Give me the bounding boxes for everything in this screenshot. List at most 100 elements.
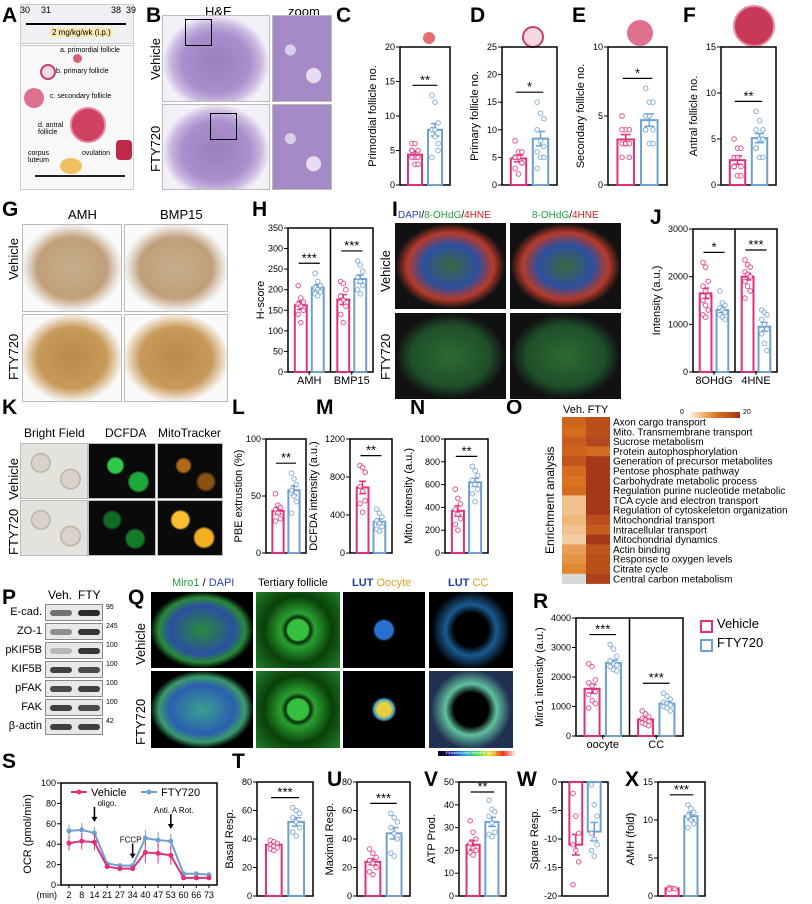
- panel-label: D: [470, 4, 486, 27]
- dose-label: 2 mg/kg/wk (i.p.): [50, 28, 113, 37]
- heatmap-cell: [562, 456, 586, 467]
- vehicle-data-point: [747, 273, 753, 280]
- fty720-data-point: [376, 510, 383, 516]
- colorbar-max: 20: [743, 409, 751, 416]
- fty720-data-point: [761, 321, 768, 328]
- significance-stars: ***: [277, 785, 292, 800]
- fty720-data-point: [591, 802, 598, 808]
- timeline-tick: 31: [41, 5, 52, 15]
- channel-header: Miro1 / DAPI: [172, 577, 234, 589]
- vehicle-data-point: [575, 830, 582, 837]
- mw-marker: 245: [106, 623, 118, 630]
- vehicle-data-point: [277, 504, 284, 511]
- fty720-data-point: [394, 836, 401, 842]
- y-tick-label: 0: [683, 367, 688, 377]
- panel-label: G: [2, 198, 19, 221]
- fty720-data-point: [435, 120, 441, 126]
- vehicle-data-point: [742, 257, 748, 263]
- vehicle-data-point: [297, 303, 304, 309]
- y-tick-label: 4000: [551, 613, 571, 623]
- fty720-data-point: [429, 154, 435, 161]
- blot-protein-label: pFAK: [15, 682, 42, 694]
- y-tick-label: 0: [552, 777, 557, 787]
- cycle-arrow-icon: [35, 175, 125, 177]
- fty720-data-point: [759, 316, 765, 323]
- y-tick-label: 200: [425, 525, 440, 535]
- significance-stars: ***: [748, 237, 763, 252]
- lut-label: LUT: [352, 577, 374, 589]
- bmp15-vehicle-image: [124, 224, 228, 312]
- vehicle-data-point: [337, 293, 344, 299]
- vehicle-data-point: [357, 500, 363, 507]
- arrowhead-icon: [91, 816, 98, 822]
- panel-label: X: [625, 768, 640, 791]
- legend-label: Vehicle: [91, 787, 126, 799]
- vehicle-data-point: [747, 288, 753, 294]
- vehicle-data-point: [738, 145, 744, 151]
- fty720-data-point: [613, 653, 620, 660]
- vehicle-data-point: [626, 127, 633, 133]
- 8ohdg-4hne-vehicle-image: [509, 222, 622, 310]
- stage-label: d. antral follicle: [38, 122, 64, 136]
- y-axis-label: Maximal Resp.: [324, 803, 336, 876]
- data-point: [79, 838, 85, 844]
- fty720-data-point: [764, 347, 770, 354]
- enrichment-term: Pentose phosphate pathway: [613, 467, 739, 478]
- x-tick-label: 47: [153, 890, 163, 900]
- y-tick-label: 15: [487, 97, 497, 107]
- fty720-data-point: [357, 262, 364, 268]
- y-tick-label: 60: [46, 819, 56, 829]
- vehicle-data-point: [744, 283, 751, 290]
- fty720-data-point: [472, 498, 478, 505]
- fty720-data-point: [432, 133, 438, 140]
- fty720-data-point: [613, 662, 620, 669]
- vehicle-data-point: [666, 886, 673, 892]
- vehicle-data-point: [626, 140, 633, 147]
- y-tick-label: 600: [425, 480, 440, 490]
- fty720-data-point: [288, 510, 295, 516]
- y-axis-label: Miro1 intensity (a.u.): [534, 627, 546, 727]
- vehicle-data-point: [455, 527, 461, 534]
- vehicle-data-point: [370, 871, 376, 878]
- western-blot-strip: [45, 623, 103, 640]
- significance-stars: **: [281, 450, 291, 465]
- vehicle-data-point: [343, 303, 349, 309]
- fty720-data-point: [760, 127, 766, 133]
- fty720-data-point: [591, 836, 598, 842]
- arrowhead-icon: [129, 853, 136, 859]
- panel-label: A: [2, 4, 18, 27]
- 4hne-label: 4HNE: [572, 210, 599, 221]
- vehicle-data-point: [705, 292, 711, 299]
- fty720-data-point: [354, 258, 361, 264]
- vehicle-data-point: [295, 311, 301, 318]
- fty720-data-point: [685, 802, 691, 808]
- channel-header: LUT Oocyte: [352, 577, 411, 589]
- vehicle-data-point: [366, 846, 373, 852]
- panel-label: H: [252, 198, 268, 221]
- vehicle-data-point: [672, 885, 678, 892]
- data-point: [142, 835, 148, 841]
- vehicle-data-point: [702, 264, 709, 270]
- fty720-data-point: [541, 154, 547, 161]
- sep: /: [461, 210, 465, 221]
- vehicle-data-point: [455, 495, 461, 502]
- panel-label: J: [650, 206, 662, 229]
- y-axis-label: Mito. intensity (a.u.): [403, 448, 415, 544]
- plot-frame: [349, 438, 393, 554]
- data-point: [91, 830, 97, 836]
- y-tick-label: 0: [256, 548, 261, 558]
- data-point: [181, 875, 187, 881]
- y-tick-label: 800: [330, 472, 345, 482]
- vehicle-data-point: [297, 319, 304, 326]
- fty720-data-point: [594, 841, 600, 848]
- x-tick-label: 8: [79, 890, 84, 900]
- x-tick-label: 2: [66, 890, 71, 900]
- heatmap-column-label: FTY: [588, 404, 609, 416]
- enrichment-term: Regulation purine nucleotide metabolic: [613, 486, 785, 497]
- fty720-data-point: [761, 340, 768, 347]
- timeline-tick: 39: [126, 5, 137, 15]
- enrichment-term: TCA cycle and electron transport: [613, 496, 758, 507]
- legend-fty720-swatch: [700, 639, 713, 652]
- fty720-data-point: [759, 331, 765, 337]
- vehicle-data-point: [370, 860, 376, 867]
